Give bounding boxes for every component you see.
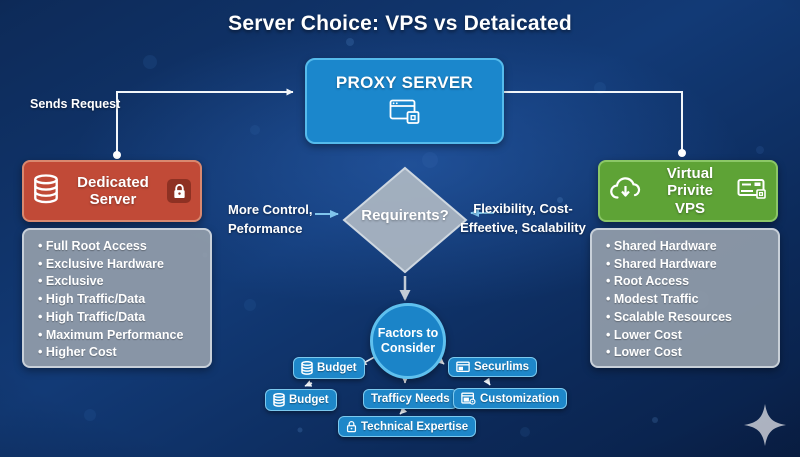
database-icon	[273, 393, 285, 407]
factor-customization: Customization	[453, 388, 568, 409]
factors-line1: Factors to	[377, 326, 439, 340]
left-note-line2: Peformance	[228, 221, 303, 236]
connector-proxy-to-vps	[500, 91, 686, 157]
factor-budget-2: Budget	[265, 389, 337, 411]
factor-label: Technical Expertise	[361, 420, 469, 433]
dedicated-features-panel: Full Root Access Exclusive Hardware Excl…	[22, 228, 212, 368]
proxy-server-label: PROXY SERVER	[335, 72, 474, 92]
sends-request-label: Sends Request	[30, 97, 121, 111]
list-item: Lower Cost	[606, 344, 768, 362]
factor-budget-1: Budget	[293, 357, 365, 379]
factor-traffic-needs: Trafficy Needs	[363, 389, 458, 409]
sparkle-icon	[741, 401, 789, 454]
list-item: Root Access	[606, 273, 768, 291]
vps-title-line2: VPS	[674, 199, 705, 217]
list-item: Exclusive	[38, 273, 200, 291]
factor-label: Securlims	[474, 361, 529, 373]
window-gear-icon	[461, 392, 476, 405]
dedicated-server-title: Dedicated Server	[65, 174, 161, 209]
factor-technical-expertise: Technical Expertise	[338, 416, 477, 437]
right-note-line1: Flexibility, Cost-	[473, 201, 573, 216]
list-item: Lower Cost	[606, 327, 768, 345]
decision-label: Requirents?	[361, 207, 449, 224]
right-note-line2: Effeetive, Scalability	[460, 220, 586, 235]
list-item: Maximum Performance	[38, 327, 200, 345]
decision-left-note: More Control, Peformance	[228, 200, 314, 238]
factors-circle: Factors to Consider	[370, 303, 446, 379]
vps-box: Virtual Privite VPS	[598, 160, 778, 222]
decision-right-note: Flexibility, Cost- Effeetive, Scalabilit…	[460, 199, 586, 237]
cloud-download-icon	[609, 176, 643, 206]
factor-label: Trafficy Needs	[371, 393, 450, 405]
lock-icon	[167, 179, 191, 203]
dedicated-title-line2: Server	[89, 191, 137, 208]
list-item: Shared Hardware	[606, 256, 768, 274]
factor-label: Customization	[480, 392, 560, 405]
lock-outline-icon	[346, 420, 357, 433]
list-item: Scalable Resources	[606, 309, 768, 327]
page-title: Server Choice: VPS vs Detaicated	[228, 12, 572, 35]
left-note-line1: More Control,	[228, 202, 313, 217]
list-item: Higher Cost	[38, 344, 200, 362]
factors-line2: Consider	[380, 341, 436, 355]
vps-features-panel: Shared Hardware Shared Hardware Root Acc…	[590, 228, 780, 368]
list-item: Exclusive Hardware	[38, 256, 200, 274]
window-list-icon	[456, 361, 470, 373]
list-item: High Traffic/Data	[38, 309, 200, 327]
vps-title-line1: Virtual Privite	[666, 165, 714, 200]
list-item: Modest Traffic	[606, 291, 768, 309]
vps-features-list: Shared Hardware Shared Hardware Root Acc…	[606, 238, 768, 362]
dedicated-features-list: Full Root Access Exclusive Hardware Excl…	[38, 238, 200, 362]
factor-securlims: Securlims	[448, 357, 537, 377]
dedicated-server-box: Dedicated Server	[22, 160, 202, 222]
database-icon	[301, 361, 313, 375]
database-icon	[33, 173, 59, 209]
list-item: Full Root Access	[38, 238, 200, 256]
dedicated-title-line1: Dedicated	[77, 173, 149, 191]
proxy-server-box: PROXY SERVER	[305, 58, 504, 144]
list-item: High Traffic/Data	[38, 291, 200, 309]
browser-window-icon	[389, 99, 421, 130]
list-item: Shared Hardware	[606, 238, 768, 256]
vps-title: Virtual Privite VPS	[649, 165, 731, 217]
factor-label: Budget	[289, 394, 329, 406]
server-card-icon	[737, 178, 767, 205]
connector-dedicated-to-proxy	[113, 88, 294, 159]
factor-label: Budget	[317, 362, 357, 374]
